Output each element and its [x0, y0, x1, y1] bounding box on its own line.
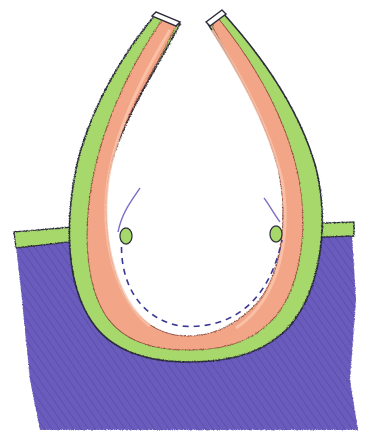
right-suture-knot: [270, 226, 282, 242]
left-suture-thread: [118, 188, 140, 232]
right-suture-thread: [264, 198, 280, 222]
left-suture-knot: [120, 228, 132, 244]
